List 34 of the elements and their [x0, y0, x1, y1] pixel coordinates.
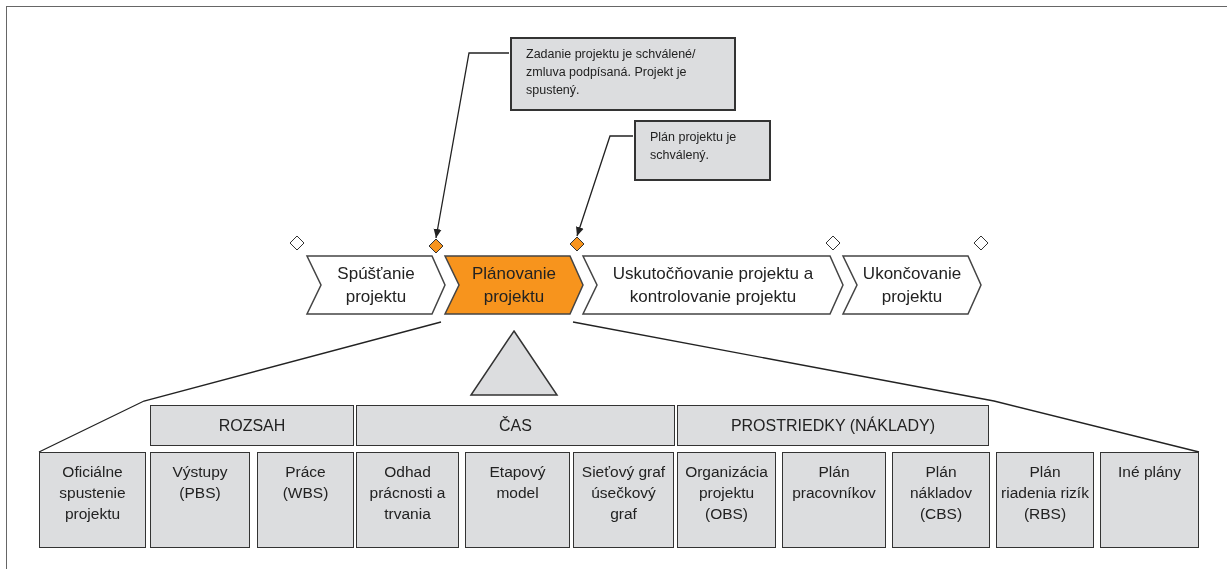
plan-box: Organizácia projektu (OBS) — [677, 452, 776, 548]
triangle-symbol — [470, 330, 558, 396]
phase-step — [444, 255, 584, 315]
milestone-diamond — [290, 236, 304, 250]
phase-label: Spúšťanie projektu — [336, 263, 416, 308]
connector-line — [572, 321, 1200, 453]
phase-label: Uskutočňovanie projektu a kontrolovanie projektu — [611, 263, 815, 308]
leader-arrow — [576, 135, 634, 237]
plan-box: Sieťový graf úsečkový graf — [573, 452, 674, 548]
category-header: PROSTRIEDKY (NÁKLADY) — [677, 405, 989, 446]
milestone-diamond — [570, 237, 584, 251]
milestone-diamond — [429, 239, 443, 253]
plan-box: Plán pracovníkov — [782, 452, 886, 548]
plan-box: Plán riadenia rizík (RBS) — [996, 452, 1094, 548]
milestone-diamond — [974, 236, 988, 250]
plan-box: Iné plány — [1100, 452, 1199, 548]
category-header: ČAS — [356, 405, 675, 446]
leader-arrow — [433, 52, 510, 239]
phase-step — [306, 255, 446, 315]
callout-box: Plán projektu je schválený. — [634, 120, 771, 181]
plan-box: Plán nákladov (CBS) — [892, 452, 990, 548]
plan-box: Etapový model — [465, 452, 570, 548]
milestone-diamond — [826, 236, 840, 250]
plan-box: Práce (WBS) — [257, 452, 354, 548]
plan-box: Oficiálne spustenie projektu — [39, 452, 146, 548]
callout-box: Zadanie projektu je schválené/ zmluva podpísaná. Projekt je spustený. — [510, 37, 736, 111]
phase-step — [582, 255, 844, 315]
phase-label: Plánovanie projektu — [470, 263, 558, 308]
plan-box: Výstupy (PBS) — [150, 452, 250, 548]
plan-box: Odhad prácnosti a trvania — [356, 452, 459, 548]
connector-line — [38, 321, 442, 453]
phase-step — [842, 255, 982, 315]
category-header: ROZSAH — [150, 405, 354, 446]
phase-label: Ukončovanie projektu — [861, 263, 963, 308]
